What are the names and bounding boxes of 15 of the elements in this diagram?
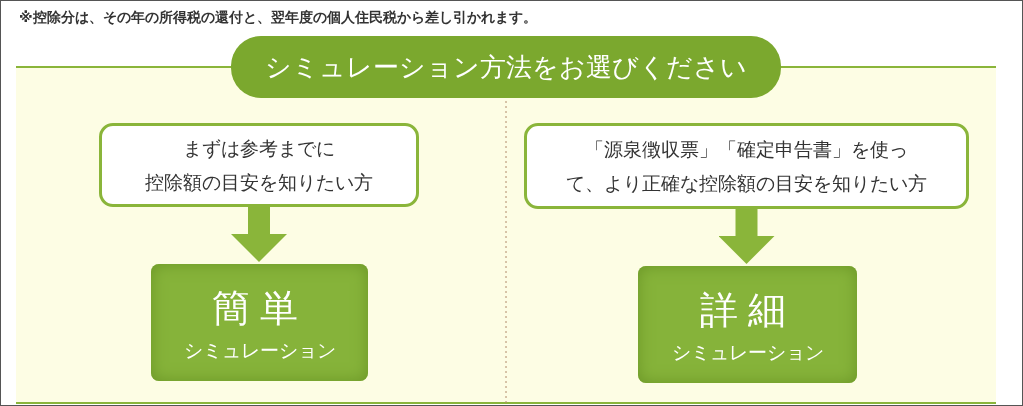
result-title: 簡単 — [211, 284, 308, 332]
arrow — [718, 209, 775, 264]
arrow — [231, 207, 287, 262]
result-subtitle: シミュレーション — [671, 339, 824, 365]
question-box — [524, 123, 969, 209]
note-text: ※控除分は、その年の所得税の還付と、翌年度の個人住民税から差し引かれます。 — [19, 8, 537, 27]
result-box — [151, 264, 368, 381]
question-text: 「源泉徴収票」「確定申告書」を使って、より正確な控除額の目安を知りたい方 — [565, 137, 928, 196]
question-box — [99, 123, 419, 207]
question-text: まずは参考までに控除額の目安を知りたい方 — [144, 136, 374, 195]
result-subtitle: シミュレーション — [183, 337, 336, 363]
heading-pill — [231, 36, 781, 98]
result-title: 詳細 — [699, 286, 796, 334]
result-box — [638, 266, 857, 383]
heading-text: シミュレーション方法をお選びください — [265, 50, 747, 84]
